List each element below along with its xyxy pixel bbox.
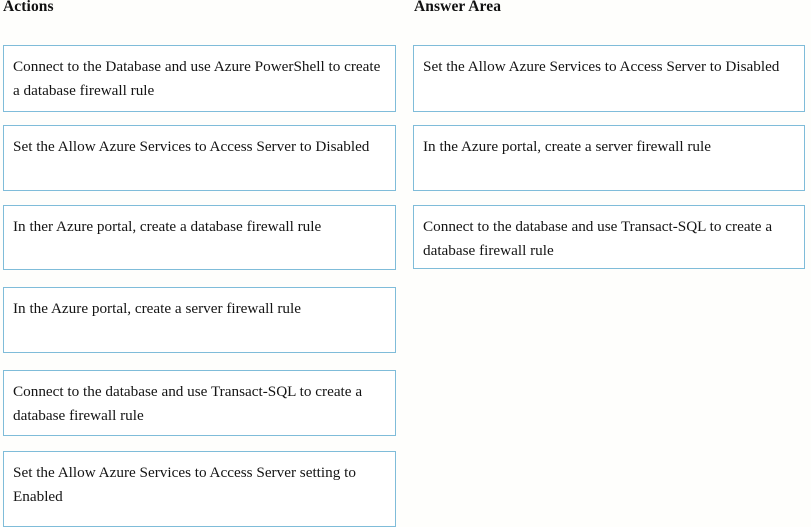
answer-area-heading: Answer Area [414, 0, 502, 15]
action-tile[interactable]: In ther Azure portal, create a database … [3, 205, 396, 270]
answer-tile[interactable]: In the Azure portal, create a server fir… [413, 125, 805, 191]
answer-tile[interactable]: Set the Allow Azure Services to Access S… [413, 45, 805, 112]
action-tile-label: Connect to the Database and use Azure Po… [13, 58, 381, 99]
actions-heading: Actions [3, 0, 54, 15]
action-tile-label: Set the Allow Azure Services to Access S… [13, 138, 370, 155]
action-tile[interactable]: Connect to the database and use Transact… [3, 370, 396, 436]
answer-tile-label: Set the Allow Azure Services to Access S… [423, 58, 780, 75]
action-tile[interactable]: Connect to the Database and use Azure Po… [3, 45, 396, 112]
action-tile-label: In ther Azure portal, create a database … [13, 218, 322, 235]
action-tile[interactable]: Set the Allow Azure Services to Access S… [3, 125, 396, 191]
answer-tile-label: In the Azure portal, create a server fir… [423, 138, 711, 155]
action-tile-label: In the Azure portal, create a server fir… [13, 300, 301, 317]
action-tile-label: Connect to the database and use Transact… [13, 383, 363, 424]
action-tile[interactable]: In the Azure portal, create a server fir… [3, 287, 396, 353]
answer-tile-label: Connect to the database and use Transact… [423, 218, 773, 259]
action-tile-label: Set the Allow Azure Services to Access S… [13, 464, 356, 505]
action-tile[interactable]: Set the Allow Azure Services to Access S… [3, 451, 396, 527]
answer-tile[interactable]: Connect to the database and use Transact… [413, 205, 805, 269]
